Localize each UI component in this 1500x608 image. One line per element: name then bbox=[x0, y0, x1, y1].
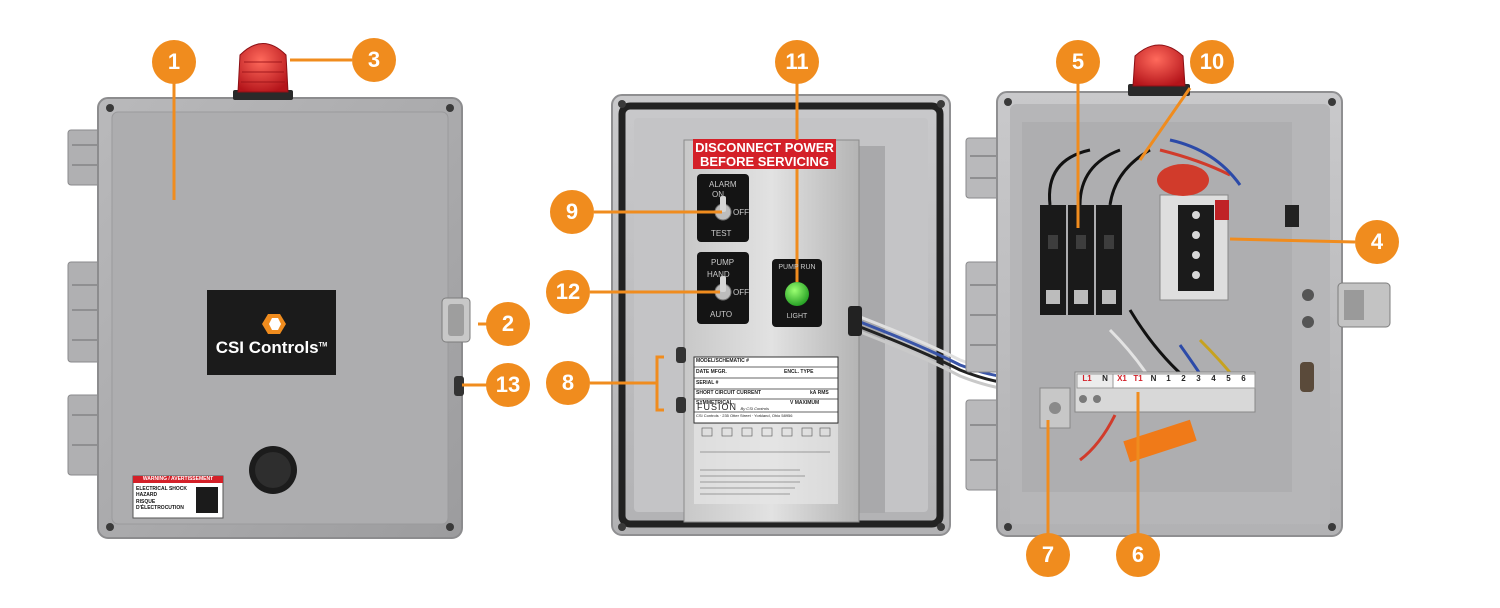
open-door bbox=[611, 94, 1031, 536]
nameplate-model-label: MODEL/SCHEMATIC # bbox=[696, 358, 749, 364]
callout-10: 10 bbox=[1190, 40, 1234, 84]
nameplate-sym-label: SYMMETRICAL, bbox=[696, 400, 735, 406]
terminal-label: N bbox=[1150, 374, 1157, 383]
terminal-label: 6 bbox=[1241, 374, 1246, 383]
nameplate-scc-unit: kA RMS bbox=[810, 390, 829, 396]
pump-switch-title: PUMP bbox=[711, 258, 735, 267]
terminal-label: 2 bbox=[1181, 374, 1186, 383]
callout-13: 13 bbox=[486, 363, 530, 407]
sticker-line-1: DISCONNECT POWER bbox=[695, 140, 834, 155]
callout-6: 6 bbox=[1116, 533, 1160, 577]
warning-label-line2: RISQUE D'ÉLECTROCUTION bbox=[136, 499, 184, 511]
terminal-label: 4 bbox=[1211, 374, 1216, 383]
brand-logo-text: CSI ControlsTM bbox=[207, 338, 336, 358]
pump-switch-auto: AUTO bbox=[710, 310, 733, 319]
run-light-label-top: PUMP RUN bbox=[778, 264, 816, 271]
nameplate-scc-label: SHORT CIRCUIT CURRENT bbox=[696, 390, 761, 396]
alarm-switch-on: ON bbox=[712, 190, 724, 199]
disconnect-sticker: DISCONNECT POWER BEFORE SERVICING bbox=[693, 140, 836, 169]
warning-label-line1: ELECTRICAL SHOCK HAZARD bbox=[136, 486, 188, 498]
nameplate-sym-unit: V MAXIMUM bbox=[790, 400, 820, 406]
alarm-switch-test: TEST bbox=[711, 229, 732, 238]
callout-9: 9 bbox=[550, 190, 594, 234]
sticker-line-2: BEFORE SERVICING bbox=[699, 154, 830, 169]
trademark-mark: TM bbox=[318, 342, 328, 349]
callout-leaders bbox=[172, 58, 1356, 545]
pump-switch-hand: HAND bbox=[707, 270, 730, 279]
nameplate-serial-label: SERIAL # bbox=[696, 380, 719, 386]
callout-11: 11 bbox=[775, 40, 819, 84]
nameplate-brand-row: FUSION By CSI Controls bbox=[697, 402, 769, 412]
alarm-switch-off: OFF bbox=[733, 208, 749, 217]
alarm-switch-title: ALARM bbox=[709, 180, 737, 189]
callout-1: 1 bbox=[152, 40, 196, 84]
terminal-label: N bbox=[1102, 374, 1108, 383]
terminal-label: L1 bbox=[1082, 374, 1092, 383]
callout-7: 7 bbox=[1026, 533, 1070, 577]
open-enclosure-base bbox=[965, 44, 1391, 537]
callout-5: 5 bbox=[1056, 40, 1100, 84]
warning-label-header: WARNING / AVERTISSEMENT bbox=[142, 476, 214, 482]
terminal-label: T1 bbox=[1133, 374, 1143, 383]
terminal-label: 5 bbox=[1226, 374, 1231, 383]
terminal-label: X1 bbox=[1117, 374, 1127, 383]
run-light-label-bottom: LIGHT bbox=[786, 313, 808, 320]
callout-12: 12 bbox=[546, 270, 590, 314]
callout-2: 2 bbox=[486, 302, 530, 346]
brand-name: CSI Controls bbox=[215, 338, 319, 357]
nameplate-date-label: DATE MFGR. bbox=[696, 369, 727, 375]
pump-switch-off: OFF bbox=[733, 288, 749, 297]
nameplate-encl-label: ENCL. TYPE bbox=[784, 369, 814, 375]
callout-8: 8 bbox=[546, 361, 590, 405]
callout-3: 3 bbox=[352, 38, 396, 82]
nameplate-address: CSI Controls · 235 Otter Street · Yorkla… bbox=[696, 413, 793, 418]
callout-4: 4 bbox=[1355, 220, 1399, 264]
terminal-label: 3 bbox=[1196, 374, 1201, 383]
nameplate-brand: FUSION bbox=[697, 402, 738, 412]
terminal-label: 1 bbox=[1166, 374, 1171, 383]
closed-enclosure bbox=[67, 43, 471, 539]
nameplate-brand-by: By CSI Controls bbox=[740, 406, 769, 411]
